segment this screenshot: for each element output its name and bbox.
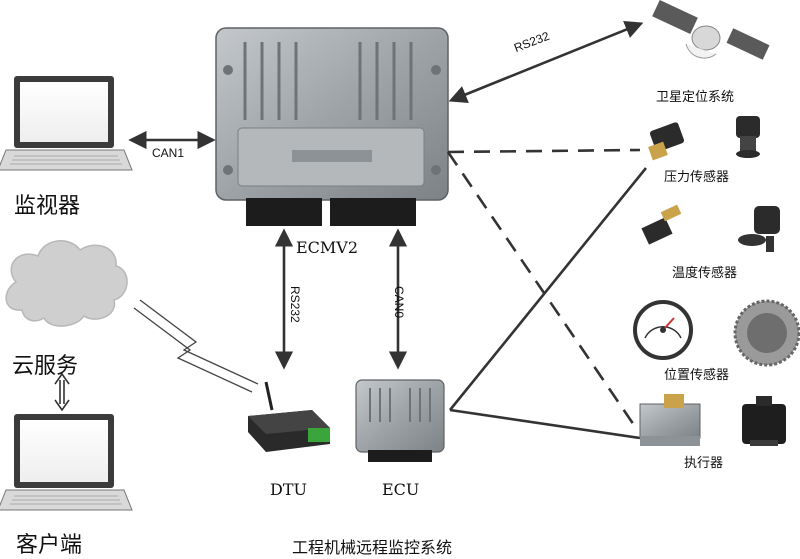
ecu-device-icon	[355, 379, 445, 462]
satellite-label: 卫星定位系统	[656, 90, 735, 105]
can1-label: CAN1	[152, 146, 185, 160]
position-sensor-gauge-icon	[633, 300, 693, 360]
dtu-device-icon	[248, 381, 330, 452]
position-sensor-disc-icon	[733, 299, 800, 367]
pressure-sensor-2-icon	[736, 116, 760, 158]
position-sensor-label: 位置传感器	[664, 368, 730, 383]
ecmv2-pressure-dashed-link	[447, 148, 641, 154]
actuator-valve-icon	[639, 394, 701, 446]
ecmv2-label: ECMV2	[296, 238, 359, 257]
diagram-title: 工程机械远程监控系统	[292, 538, 453, 557]
cloud-service-label: 云服务	[12, 354, 79, 379]
ecu-sensor-link	[448, 167, 648, 411]
temperature-sensor-icon	[641, 204, 682, 245]
monitor-label: 监视器	[14, 194, 81, 219]
ecu-label: ECU	[382, 480, 420, 499]
cloud-icon	[5, 240, 128, 327]
dtu-label: DTU	[270, 480, 307, 499]
rs232-satellite-link	[448, 21, 644, 103]
monitor-laptop-icon	[0, 76, 133, 171]
pressure-sensor-icon	[648, 122, 685, 161]
rs232-dtu-label: RS232	[288, 286, 302, 323]
ecu-actuator-link	[449, 408, 641, 440]
can0-label: CAN0	[392, 286, 406, 319]
client-label: 客户端	[16, 533, 83, 558]
cloud-client-link	[54, 372, 70, 412]
ecmv2-actuator-dashed-link	[446, 151, 638, 429]
temperature-sensor-2-icon	[738, 206, 780, 252]
actuator-coil-icon	[742, 396, 786, 446]
satellite-icon	[652, 0, 770, 60]
temperature-sensor-label: 温度传感器	[672, 266, 738, 281]
client-laptop-icon	[0, 414, 133, 511]
actuator-label: 执行器	[684, 456, 724, 471]
pressure-sensor-label: 压力传感器	[664, 170, 730, 185]
ecmv2-controller-icon	[215, 27, 449, 226]
wireless-link	[139, 299, 259, 385]
